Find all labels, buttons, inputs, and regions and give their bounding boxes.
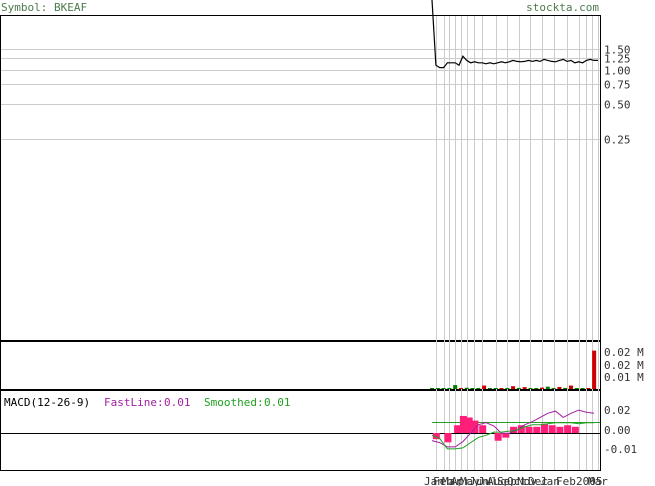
- macd-panel: [0, 390, 601, 471]
- macd-smoothed-label: Smoothed:: [204, 396, 264, 409]
- volume-bar: [430, 388, 434, 389]
- volume-bar: [435, 388, 440, 389]
- volume-bar: [557, 386, 562, 389]
- x-axis-month-label: Feb: [556, 475, 576, 486]
- price-tick-labels: 1.501.251.000.75 0.50 0.25: [604, 44, 631, 147]
- volume-bar: [551, 388, 556, 389]
- volume-bar: [528, 388, 533, 389]
- macd-tick-label: -0.01: [604, 443, 637, 456]
- volume-bar: [574, 388, 579, 389]
- x-axis-month-label: Dec: [528, 475, 548, 486]
- volume-bar: [487, 388, 492, 389]
- x-axis-month-label: Nov: [517, 475, 537, 486]
- macd-fast-line: [431, 409, 595, 448]
- macd-histogram-bar: [517, 425, 525, 433]
- volume-bar: [499, 388, 504, 389]
- macd-smoothed-value: 0.01: [264, 396, 291, 409]
- volume-bar: [511, 386, 516, 389]
- macd-histogram-bar: [510, 426, 518, 433]
- volume-bar: [540, 387, 545, 389]
- volume-panel: [0, 341, 601, 390]
- x-axis-month-label: Jan: [540, 475, 560, 486]
- volume-tick-label: 0.01 M: [604, 371, 644, 384]
- macd-fast-value: 0.01: [164, 396, 191, 409]
- x-axis-month-label: Sep: [497, 475, 517, 486]
- price-series-group: [431, 0, 598, 69]
- x-axis-month-label: 2005: [576, 475, 603, 486]
- price-tick-label: 1.50: [604, 44, 631, 57]
- volume-bar: [482, 385, 487, 389]
- macd-histogram-bar: [533, 426, 541, 433]
- macd-histogram-bar: [540, 423, 548, 433]
- x-axis-month-label: Mar: [442, 475, 462, 486]
- volume-tick-label: 0.02 M: [604, 359, 644, 372]
- price-line: [431, 0, 598, 69]
- x-axis-month-label: Jul: [478, 475, 498, 486]
- price-tick-label: 0.25: [604, 134, 631, 147]
- x-axis-month-label: Aug: [487, 475, 507, 486]
- macd-lines: [431, 409, 595, 450]
- volume-bar: [580, 388, 585, 389]
- macd-tick-label: 0.02: [604, 404, 631, 417]
- x-axis-month-label: Feb: [433, 475, 453, 486]
- volume-bar: [545, 386, 550, 389]
- volume-bar: [522, 387, 527, 389]
- x-axis-month-label: May: [460, 475, 480, 486]
- price-panel: [0, 15, 601, 341]
- macd-histogram-bar: [571, 426, 579, 433]
- macd-histogram-bar: [502, 433, 510, 438]
- vertical-gridlines: [436, 16, 599, 470]
- volume-bars: [430, 350, 597, 389]
- macd-histogram-bar: [494, 433, 502, 441]
- macd-histogram-bar: [479, 425, 487, 433]
- volume-bar: [464, 387, 469, 389]
- volume-bar: [453, 385, 458, 389]
- macd-histogram-bar: [564, 425, 572, 433]
- volume-bar: [516, 387, 521, 389]
- price-tick-label: 0.75: [604, 79, 631, 92]
- x-axis-month-label: Oct: [507, 475, 527, 486]
- volume-bar: [476, 388, 481, 389]
- volume-bar: [586, 388, 591, 389]
- volume-bar: [458, 388, 463, 389]
- volume-bar: [493, 388, 498, 389]
- volume-tick-label: 0.02 M: [604, 346, 644, 359]
- price-gridlines: [1, 49, 600, 140]
- brand-label: stockta.com: [526, 1, 599, 14]
- macd-tick-label: 0.00: [604, 424, 631, 437]
- volume-bar: [563, 387, 568, 389]
- volume-bar: [505, 388, 510, 389]
- volume-bar: [447, 388, 452, 389]
- macd-histogram-bar: [454, 425, 462, 433]
- volume-bar: [592, 350, 597, 389]
- volume-tick-labels: 0.02 M0.02 M0.01 M: [604, 346, 644, 384]
- volume-bar: [568, 385, 573, 389]
- macd-histogram-bar: [556, 426, 564, 433]
- volume-bar: [441, 388, 446, 389]
- x-axis-labels: JanFebMarAprMayJunJulAugSepOctNovDecJanF…: [424, 475, 608, 486]
- price-tick-label: 0.50: [604, 99, 631, 112]
- x-axis-month-label: Mar: [588, 475, 608, 486]
- volume-bar: [470, 388, 475, 389]
- macd-histogram-bar: [548, 425, 556, 433]
- macd-histogram-bar: [444, 433, 452, 443]
- macd-histogram-bar: [471, 420, 479, 433]
- price-tick-label: 1.00: [604, 65, 631, 78]
- macd-tick-labels: 0.02 0.00 -0.01: [604, 404, 637, 456]
- macd-smoothed-line: [431, 422, 595, 450]
- macd-histogram: [432, 415, 579, 443]
- symbol-label: Symbol: BKEAF: [1, 1, 87, 14]
- x-axis-month-label: Jan: [424, 475, 444, 486]
- volume-bar: [534, 388, 539, 389]
- macd-fast-label: FastLine:: [104, 396, 164, 409]
- macd-histogram-bar: [525, 426, 533, 433]
- macd-histogram-bar: [432, 433, 440, 440]
- price-tick-label: 1.25: [604, 53, 631, 66]
- macd-histogram-bar: [459, 415, 467, 433]
- x-axis-month-label: Apr: [451, 475, 471, 486]
- macd-title: MACD(12-26-9): [4, 396, 90, 409]
- x-axis-month-label: Jun: [469, 475, 489, 486]
- macd-histogram-bar: [465, 417, 473, 433]
